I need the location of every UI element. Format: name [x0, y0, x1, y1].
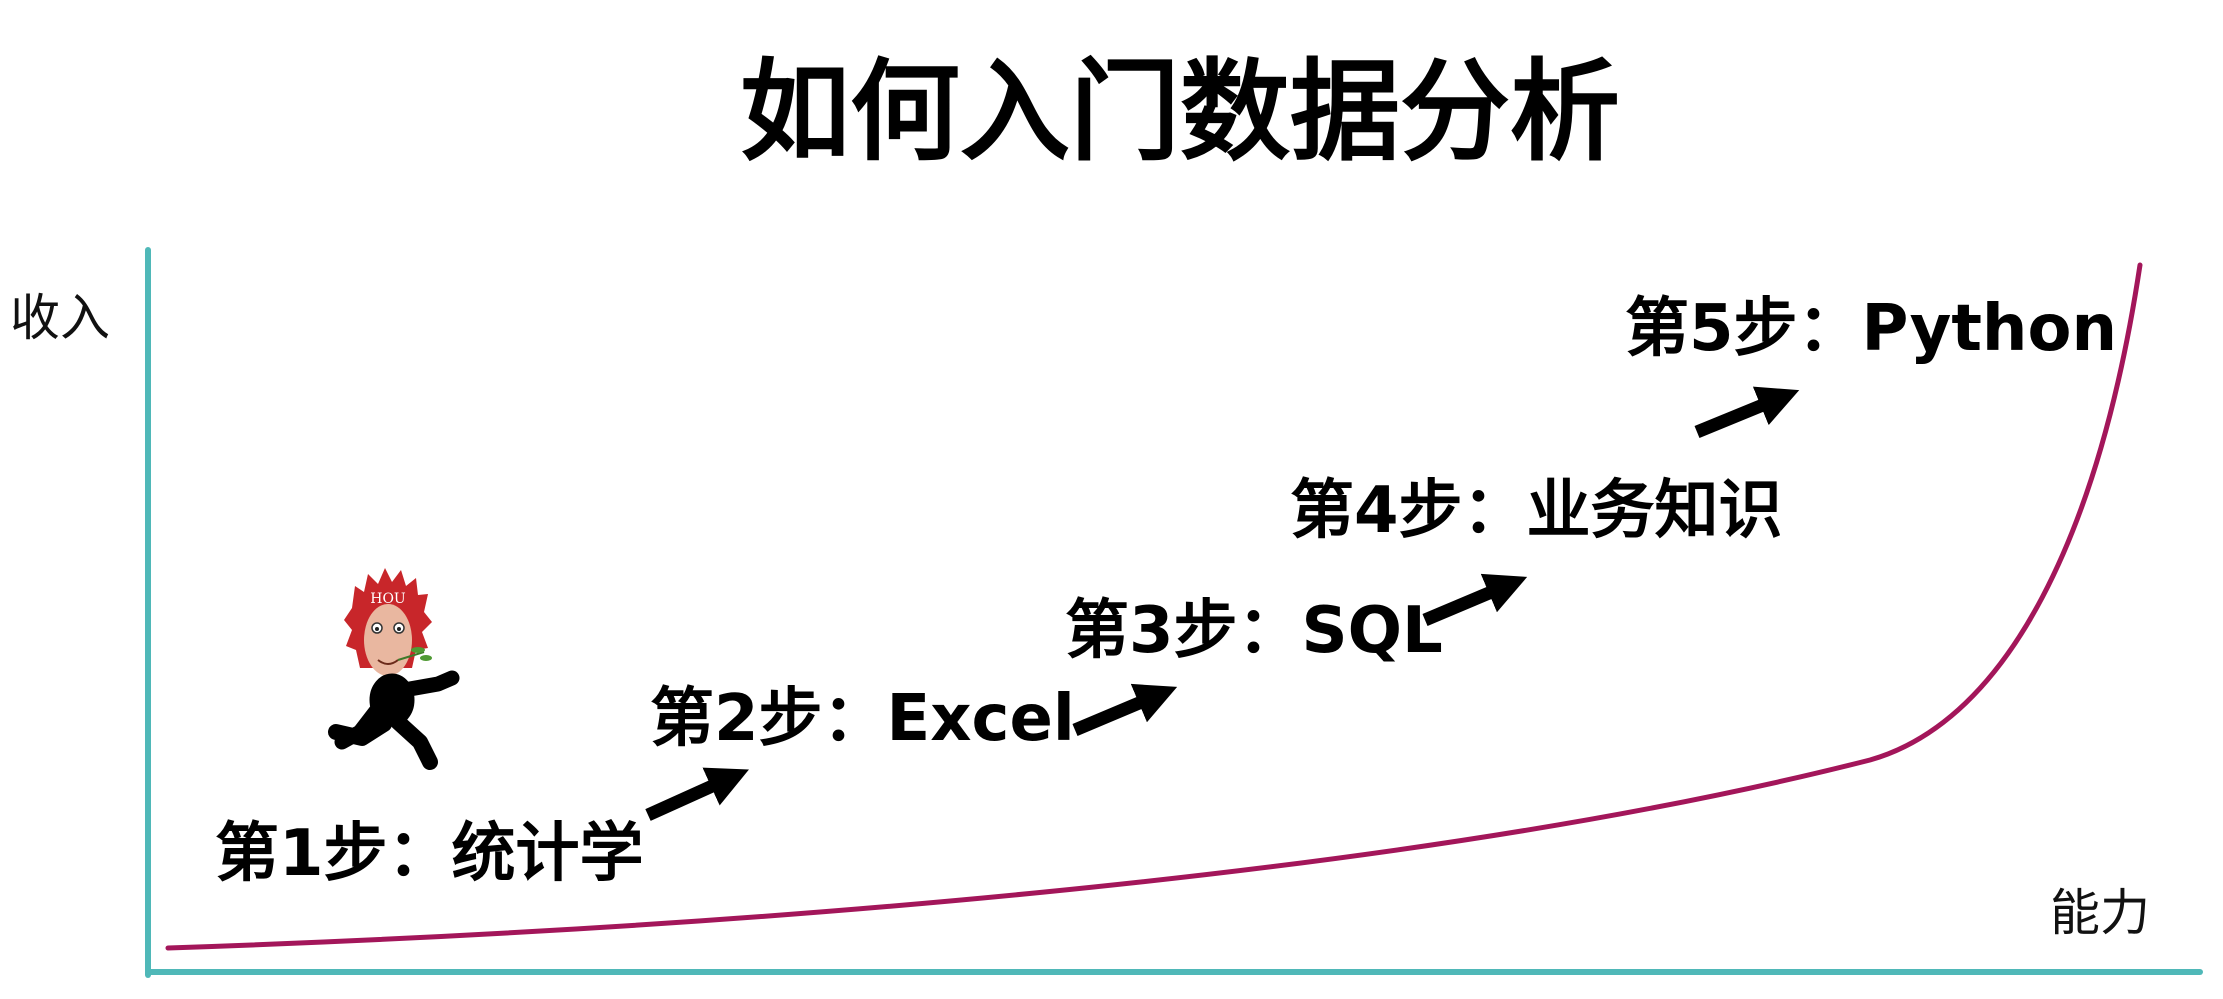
step-4-label: 第4步：业务知识 — [1290, 474, 1783, 548]
growth-curve — [165, 262, 2143, 951]
arrow-step-3-to-4-icon — [1422, 573, 1528, 626]
arrow-step-4-to-5-icon — [1694, 386, 1800, 439]
arrow-step-1-to-2-icon — [645, 767, 749, 821]
mascot-badge-text: HOU — [370, 591, 406, 607]
step-arrows — [645, 386, 1800, 821]
step-3-label: 第3步：SQL — [1065, 594, 1443, 668]
step-5-label: 第5步：Python — [1625, 292, 2117, 366]
y-axis-label: 收入 — [10, 289, 110, 347]
arrow-step-2-to-3-icon — [1072, 683, 1178, 736]
step-1-label: 第1步：统计学 — [215, 817, 644, 891]
page-title: 如何入门数据分析 — [740, 48, 1620, 176]
running-mascot-icon: HOU — [328, 568, 460, 770]
x-axis-label: 能力 — [2050, 884, 2150, 942]
step-2-label: 第2步：Excel — [650, 682, 1075, 756]
mascot-face — [364, 604, 412, 676]
axes — [145, 247, 2203, 978]
